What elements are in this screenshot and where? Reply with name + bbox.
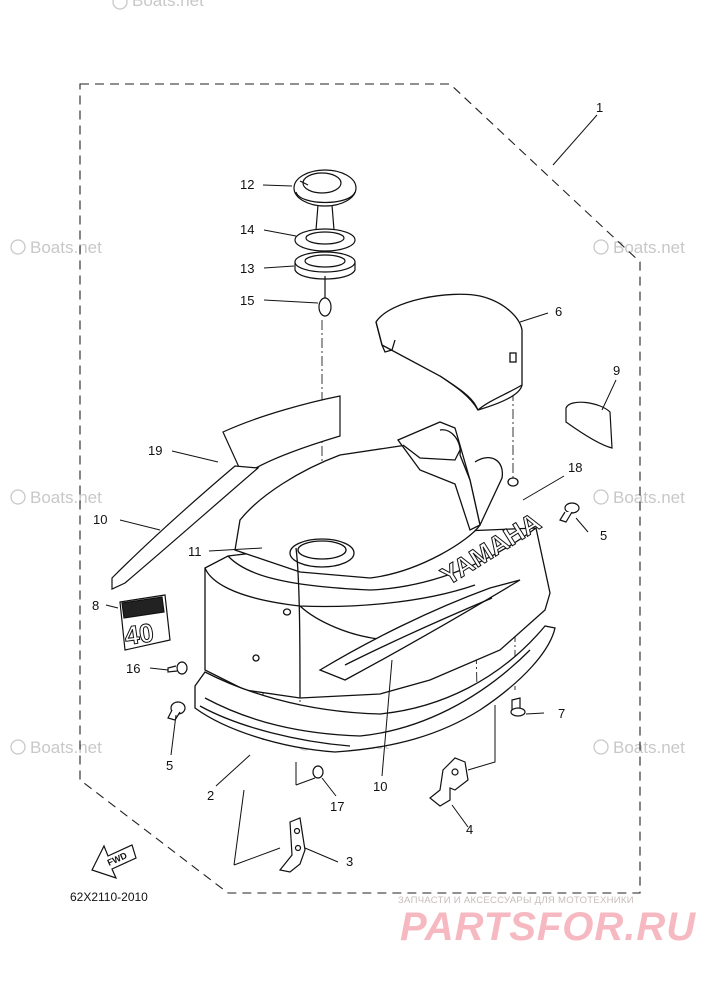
- callout-10-lower: 10: [373, 779, 387, 794]
- callout-7: 7: [558, 706, 565, 721]
- bolt-7: [510, 697, 526, 717]
- fwd-arrow-icon: FWD: [91, 844, 137, 879]
- bottom-seal: [194, 625, 556, 753]
- callout-5-left: 5: [166, 758, 173, 773]
- callout-11: 11: [188, 544, 202, 559]
- svg-text:Boats.net: Boats.net: [132, 0, 204, 10]
- callout-8: 8: [92, 598, 99, 613]
- callout-19: 19: [148, 443, 162, 458]
- svg-text:Boats.net: Boats.net: [613, 738, 685, 757]
- callout-14: 14: [240, 222, 254, 237]
- callout-4: 4: [466, 822, 473, 837]
- watermark: Boats.net: [593, 738, 685, 757]
- callout-6: 6: [555, 304, 562, 319]
- watermark: Boats.net: [10, 738, 102, 757]
- callout-17: 17: [330, 799, 344, 814]
- screw-left: [167, 701, 186, 721]
- watermark: Boats.net: [593, 238, 685, 257]
- diagram-code: 62X2110-2010: [70, 890, 148, 904]
- assembly-boundary: [79, 83, 641, 894]
- watermark: Boats.net: [10, 238, 102, 257]
- leader-lines: [105, 114, 617, 866]
- footer-subtitle: ЗАПЧАСТИ И АКСЕССУАРЫ ДЛЯ МОТОТЕХНИКИ: [398, 895, 634, 906]
- filler-cap: [293, 169, 357, 231]
- callout-18: 18: [568, 460, 582, 475]
- latch-bracket: [429, 757, 469, 807]
- top-cowling: [204, 421, 551, 699]
- callout-16: 16: [126, 661, 140, 676]
- footer-brand-logo: PARTSFOR.RU: [400, 905, 697, 949]
- callout-9: 9: [613, 363, 620, 378]
- callout-12: 12: [240, 177, 254, 192]
- callout-2: 2: [207, 788, 214, 803]
- cap-ring: [294, 251, 356, 280]
- watermark: Boats.net: [112, 0, 204, 10]
- small-decal: [565, 401, 613, 449]
- cap-gasket: [294, 228, 356, 252]
- screw-16: [167, 661, 188, 675]
- side-stripe-left: [111, 465, 260, 590]
- callouts: 1 12 14 13 15 6 9 19 18 10 5 11 8 16 7 5…: [92, 100, 620, 869]
- watermark: Boats.net: [593, 488, 685, 507]
- upper-side-stripe: [222, 395, 341, 477]
- callout-5-right: 5: [600, 528, 607, 543]
- emblem-model-text: 40: [123, 617, 156, 651]
- cap-cable: [318, 276, 332, 317]
- rear-cover: [375, 293, 523, 411]
- callout-13: 13: [240, 261, 254, 276]
- callout-15: 15: [240, 293, 254, 308]
- svg-text:Boats.net: Boats.net: [30, 488, 102, 507]
- latch-bracket-lower: [278, 817, 306, 873]
- nut-17: [312, 765, 324, 779]
- callout-1: 1: [596, 100, 603, 115]
- model-emblem: 40: [119, 594, 171, 651]
- callout-3: 3: [346, 854, 353, 869]
- svg-text:Boats.net: Boats.net: [30, 238, 102, 257]
- callout-10-upper: 10: [93, 512, 107, 527]
- svg-text:Boats.net: Boats.net: [613, 238, 685, 257]
- watermark: Boats.net: [10, 488, 102, 507]
- screw-right: [559, 502, 580, 523]
- svg-text:Boats.net: Boats.net: [613, 488, 685, 507]
- svg-text:Boats.net: Boats.net: [30, 738, 102, 757]
